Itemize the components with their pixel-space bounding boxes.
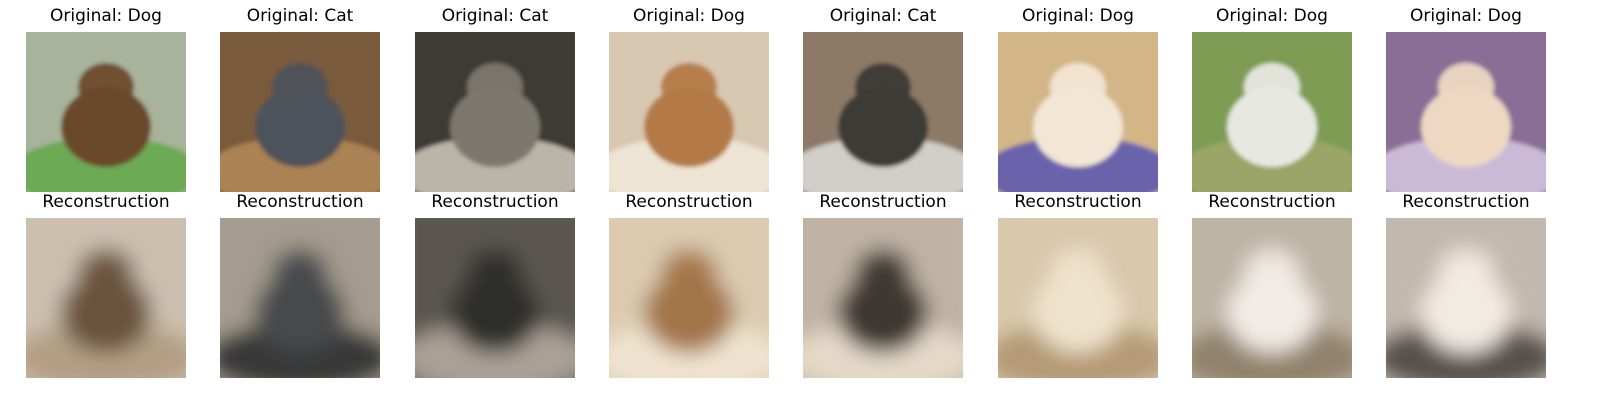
original-cell-4: Original: Dog: [609, 6, 769, 192]
reconstruction-image: [609, 218, 769, 378]
original-cell-6: Original: Dog: [998, 6, 1158, 192]
original-cell-5: Original: Cat: [803, 6, 963, 192]
reconstruction-title: Reconstruction: [1208, 192, 1336, 212]
original-title: Original: Dog: [1216, 6, 1328, 26]
original-cell-1: Original: Dog: [26, 6, 186, 192]
reconstruction-title: Reconstruction: [431, 192, 559, 212]
original-image: [609, 32, 769, 192]
reconstruction-image: [1192, 218, 1352, 378]
original-image-5: [803, 32, 963, 192]
reconstruction-image: [803, 218, 963, 378]
original-title: Original: Dog: [1022, 6, 1134, 26]
reconstruction-title: Reconstruction: [1402, 192, 1530, 212]
reconstruction-title: Reconstruction: [1014, 192, 1142, 212]
reconstruction-image: [26, 218, 186, 378]
reconstruction-image-5: [803, 218, 963, 378]
reconstruction-image-7: [1192, 218, 1352, 378]
original-title: Original: Cat: [441, 6, 549, 26]
original-cell-3: Original: Cat: [415, 6, 575, 192]
original-cell-8: Original: Dog: [1386, 6, 1546, 192]
original-image-6: [998, 32, 1158, 192]
reconstruction-title: Reconstruction: [236, 192, 364, 212]
reconstruction-image: [998, 218, 1158, 378]
reconstruction-image: [1386, 218, 1546, 378]
reconstruction-cell-3: Reconstruction: [415, 6, 575, 394]
original-image: [220, 32, 380, 192]
reconstruction-cell-1: Reconstruction: [26, 6, 186, 394]
original-image: [803, 32, 963, 192]
original-cell-2: Original: Cat: [220, 6, 380, 192]
original-image: [1386, 32, 1546, 192]
reconstruction-image: [415, 218, 575, 378]
reconstruction-cell-8: Reconstruction: [1386, 6, 1546, 394]
reconstruction-image-8: [1386, 218, 1546, 378]
original-image-7: [1192, 32, 1352, 192]
original-image-8: [1386, 32, 1546, 192]
original-title: Original: Cat: [246, 6, 354, 26]
original-image: [415, 32, 575, 192]
reconstruction-image-2: [220, 218, 380, 378]
reconstruction-title: Reconstruction: [625, 192, 753, 212]
reconstruction-title: Reconstruction: [42, 192, 170, 212]
original-image: [26, 32, 186, 192]
reconstruction-image-4: [609, 218, 769, 378]
original-image-4: [609, 32, 769, 192]
reconstruction-cell-5: Reconstruction: [803, 6, 963, 394]
reconstruction-cell-2: Reconstruction: [220, 6, 380, 394]
reconstruction-image: [220, 218, 380, 378]
reconstruction-image-3: [415, 218, 575, 378]
original-image: [1192, 32, 1352, 192]
original-title: Original: Cat: [829, 6, 937, 26]
reconstruction-cell-7: Reconstruction: [1192, 6, 1352, 394]
reconstruction-cell-4: Reconstruction: [609, 6, 769, 394]
original-title: Original: Dog: [633, 6, 745, 26]
reconstruction-cell-6: Reconstruction: [998, 6, 1158, 394]
reconstruction-title: Reconstruction: [819, 192, 947, 212]
original-cell-7: Original: Dog: [1192, 6, 1352, 192]
original-image-1: [26, 32, 186, 192]
original-image-2: [220, 32, 380, 192]
original-title: Original: Dog: [50, 6, 162, 26]
original-image: [998, 32, 1158, 192]
reconstruction-image-1: [26, 218, 186, 378]
original-image-3: [415, 32, 575, 192]
reconstruction-image-6: [998, 218, 1158, 378]
original-title: Original: Dog: [1410, 6, 1522, 26]
